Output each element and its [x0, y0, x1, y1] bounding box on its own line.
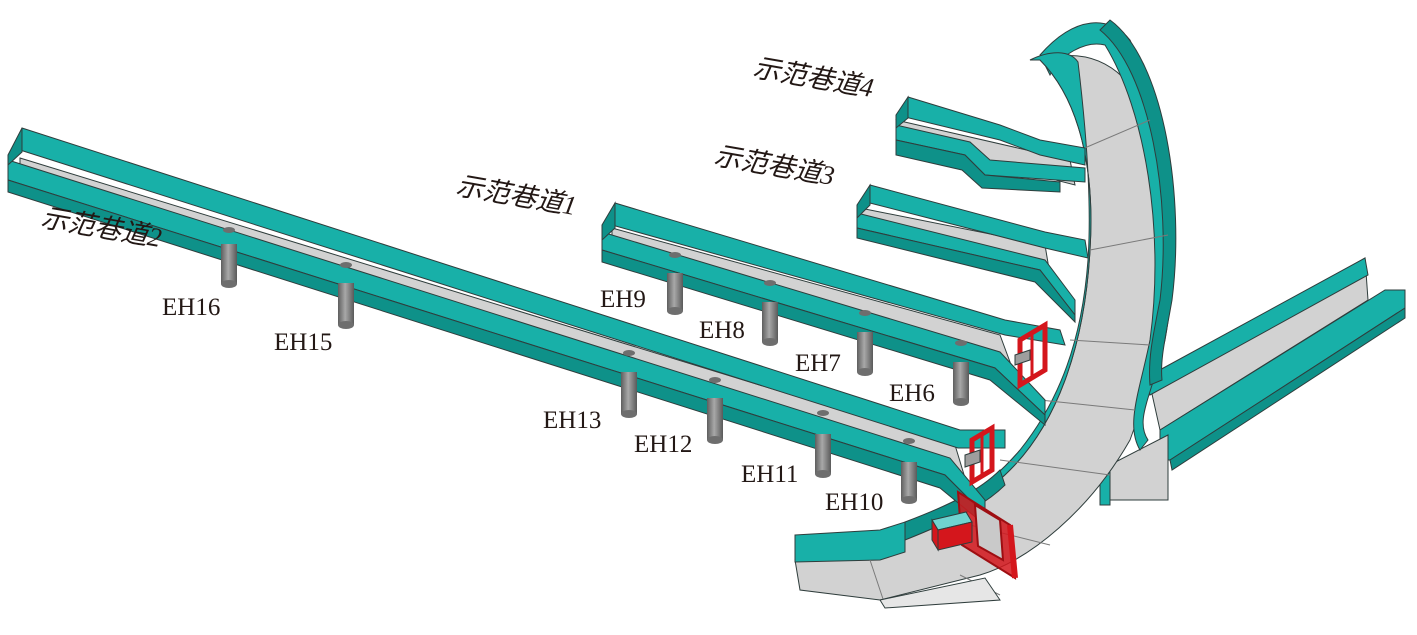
borehole-eh9	[667, 252, 683, 315]
borehole-eh10	[901, 438, 917, 504]
borehole-label-eh12: EH12	[634, 431, 692, 458]
borehole-eh13	[621, 350, 637, 418]
borehole-label-eh15: EH15	[274, 329, 332, 356]
borehole-label-eh7: EH7	[795, 350, 841, 377]
borehole-eh8	[762, 280, 778, 346]
cross-tunnel	[1099, 257, 1406, 506]
borehole-label-eh11: EH11	[741, 461, 798, 488]
borehole-label-eh13: EH13	[543, 407, 601, 434]
door-roadway-1	[1014, 320, 1048, 390]
red-equipment-box	[931, 511, 973, 552]
roadway-label-4: 示范巷道4	[751, 52, 876, 103]
borehole-eh6	[953, 340, 969, 406]
borehole-label-eh16: EH16	[162, 294, 220, 321]
roadway-label-1: 示范巷道1	[454, 170, 579, 221]
borehole-eh15	[338, 262, 354, 329]
roadway-4	[895, 95, 1086, 193]
roadway-3	[856, 183, 1089, 324]
borehole-label-eh10: EH10	[825, 489, 883, 516]
borehole-eh11	[815, 410, 831, 478]
borehole-eh7	[857, 310, 873, 376]
red-doors	[931, 320, 1048, 580]
main-curved-tunnel	[794, 19, 1177, 609]
borehole-label-eh9: EH9	[600, 286, 646, 313]
door-roadway-2	[964, 423, 995, 487]
borehole-label-eh8: EH8	[699, 317, 745, 344]
borehole-eh12	[707, 377, 723, 444]
roadway-2	[7, 127, 1006, 527]
door-main-tunnel	[956, 490, 1018, 580]
roadway-label-3: 示范巷道3	[712, 140, 837, 191]
borehole-label-eh6: EH6	[889, 380, 935, 407]
borehole-eh16	[221, 227, 237, 288]
roadway-1	[601, 201, 1066, 427]
